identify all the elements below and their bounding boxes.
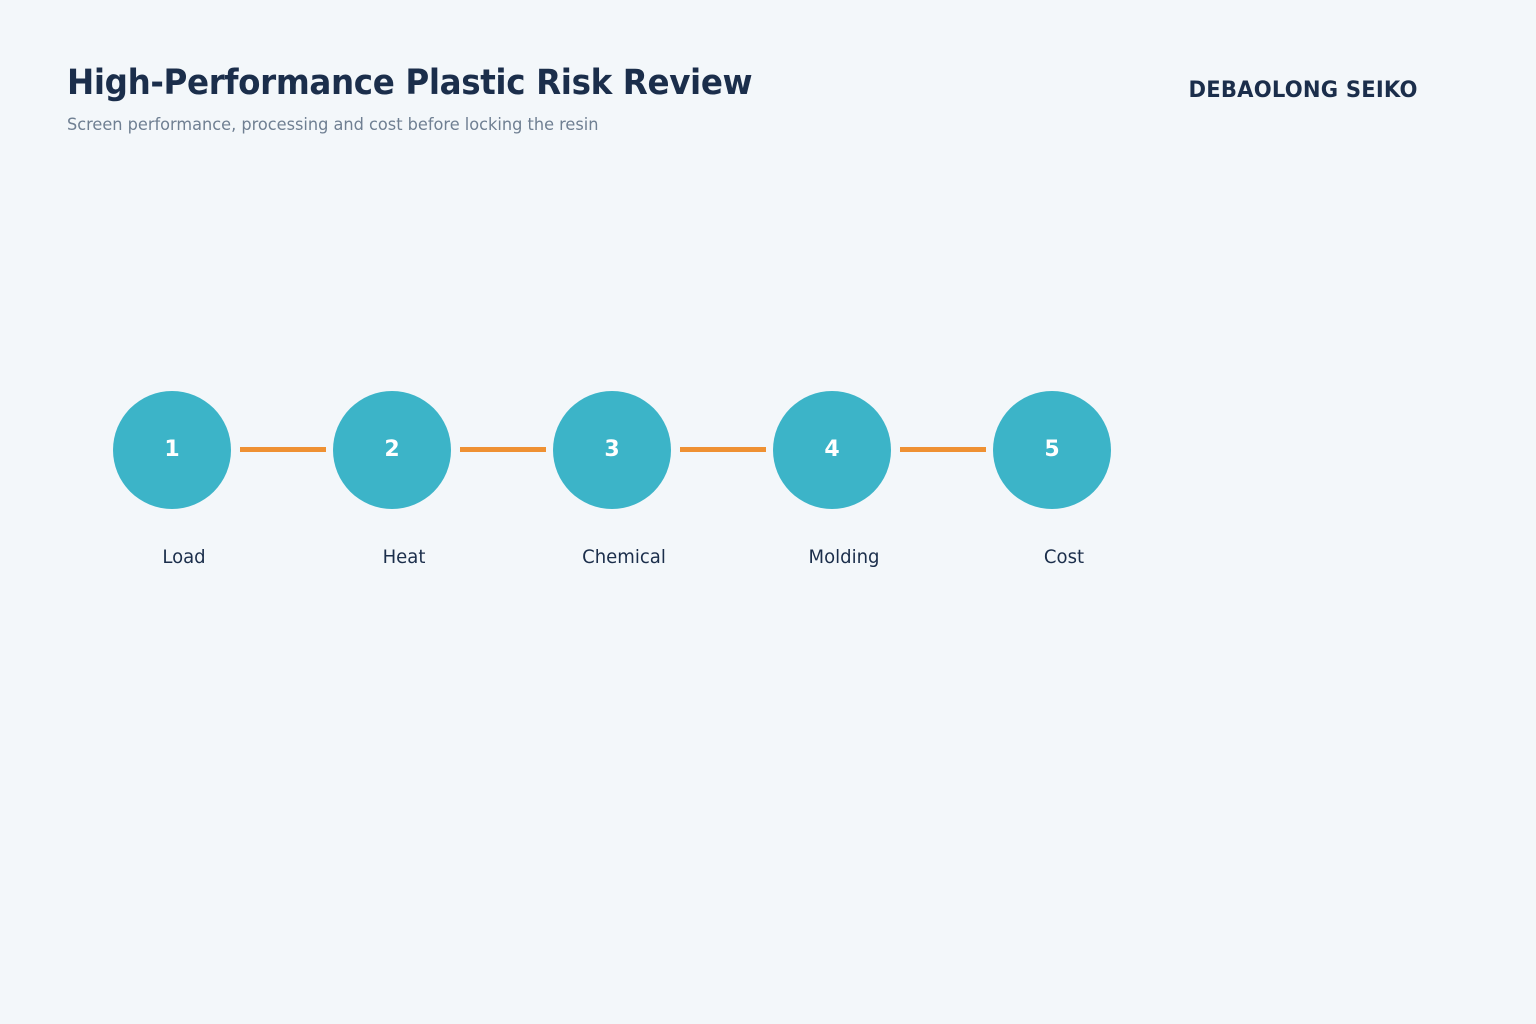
step-circle-1[interactable]: 1: [113, 391, 231, 509]
step-number-3: 3: [604, 437, 620, 462]
step-number-5: 5: [1044, 437, 1060, 462]
step-circle-3[interactable]: 3: [553, 391, 671, 509]
step-3[interactable]: 3 Chemical: [544, 391, 704, 591]
step-1[interactable]: 1 Load: [104, 391, 264, 591]
step-label-5: Cost: [1043, 546, 1085, 568]
step-label-1: Load: [162, 546, 206, 568]
page-subtitle: Screen performance, processing and cost …: [67, 115, 599, 135]
step-label-2: Heat: [382, 546, 426, 568]
connector-4-5: [900, 447, 986, 452]
connector-2-3: [460, 447, 546, 452]
step-label-4: Molding: [808, 546, 880, 568]
step-label-3: Chemical: [582, 546, 666, 568]
connector-1-2: [240, 447, 326, 452]
process-stepper: 1 Load 2 Heat 3 Chemical 4 Molding 5 Cos…: [104, 391, 1164, 591]
page-title: High-Performance Plastic Risk Review: [67, 63, 753, 103]
step-circle-4[interactable]: 4: [773, 391, 891, 509]
page-header: High-Performance Plastic Risk Review Scr…: [0, 0, 1536, 160]
step-4[interactable]: 4 Molding: [764, 391, 924, 591]
connector-3-4: [680, 447, 766, 452]
brand-name: DEBAOLONG SEIKO: [1188, 78, 1418, 103]
step-circle-5[interactable]: 5: [993, 391, 1111, 509]
step-number-4: 4: [824, 437, 840, 462]
step-5[interactable]: 5 Cost: [984, 391, 1144, 591]
step-circle-2[interactable]: 2: [333, 391, 451, 509]
step-number-2: 2: [384, 437, 400, 462]
step-number-1: 1: [164, 437, 180, 462]
step-2[interactable]: 2 Heat: [324, 391, 484, 591]
